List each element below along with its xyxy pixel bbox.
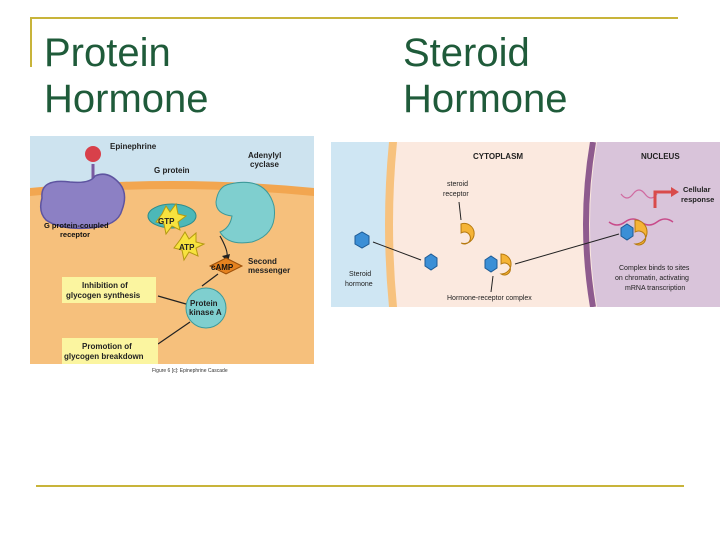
atp-burst-icon [173, 231, 206, 262]
steroid-receptor-icon [460, 223, 475, 245]
label-steroid-receptor-2: receptor [443, 191, 469, 198]
label-steroid-receptor-1: steroid [447, 181, 468, 188]
complex-receptor-icon [499, 253, 512, 276]
complex-hormone-hexagon-icon [484, 255, 498, 273]
epinephrine-molecule-icon [85, 146, 101, 162]
label-adenylyl-2: cyclase [250, 160, 279, 169]
label-camp: cAMP [211, 263, 234, 272]
left-border-line [30, 17, 32, 67]
pointer-steroid-receptor [458, 201, 462, 221]
label-inhibition-2: glycogen synthesis [66, 291, 141, 300]
bottom-border-line [36, 485, 684, 487]
label-promotion-1: Promotion of [82, 342, 132, 351]
steroid-hormone-hexagon-icon [354, 231, 370, 249]
epinephrine-cascade-diagram: Epinephrine G protein-coupled receptor G… [30, 136, 314, 374]
nucleus-hormone-hexagon-icon [620, 223, 634, 241]
label-complex-binds-1: Complex binds to sites [619, 265, 690, 272]
camp-diamond-icon [208, 257, 244, 275]
steroid-hormone-diagram: CYTOPLASM NUCLEUS Steroid hormone steroi… [331, 142, 720, 307]
label-cellular-response-2: response [681, 195, 714, 204]
label-protein-kinase-2: kinase A [189, 308, 222, 317]
label-gpcr-2: receptor [60, 230, 90, 239]
arrow-pka-inhibition [157, 295, 187, 305]
label-nucleus: NUCLEUS [641, 152, 680, 161]
gpcr-receptor-shape [39, 173, 126, 230]
mrna-strand-icon [620, 189, 658, 199]
label-second-messenger-1: Second [248, 257, 277, 266]
top-border-line [30, 17, 678, 19]
label-cytoplasm: CYTOPLASM [473, 152, 523, 161]
label-inhibition-1: Inhibition of [82, 281, 128, 290]
label-complex: Hormone-receptor complex [447, 295, 532, 302]
nucleus-region [590, 142, 720, 307]
label-g-protein: G protein [154, 166, 190, 175]
label-complex-binds-2: on chromatin, activating [615, 275, 689, 282]
title-protein-line2: Hormone [44, 77, 209, 121]
adenylyl-cyclase-shape [215, 181, 276, 244]
title-protein-line1: Protein [44, 31, 171, 75]
label-adenylyl-1: Adenylyl [248, 151, 281, 160]
label-epinephrine: Epinephrine [110, 142, 157, 151]
figure-caption: Figure 6 [c]: Epinephrine Cascade [152, 368, 228, 374]
label-second-messenger-2: messenger [248, 266, 290, 275]
title-steroid-hormone: Steroid Hormone [403, 30, 568, 122]
label-gpcr-1: G protein-coupled [44, 221, 109, 230]
label-steroid-hormone-1: Steroid [349, 271, 371, 278]
label-gtp: GTP [158, 217, 175, 226]
arrow-hormone-enters [372, 241, 422, 261]
epinephrine-cascade-svg: Epinephrine G protein-coupled receptor G… [30, 136, 314, 374]
cellular-response-arrow-head [671, 187, 679, 197]
pointer-complex [490, 275, 494, 293]
title-steroid-line1: Steroid [403, 31, 530, 75]
caption-strip [30, 364, 314, 374]
arrow-pka-promotion [157, 321, 191, 345]
title-protein-hormone: Protein Hormone [44, 30, 209, 122]
title-steroid-line2: Hormone [403, 77, 568, 121]
arrow-camp-to-pka [201, 273, 219, 287]
label-promotion-2: glycogen breakdown [64, 352, 144, 361]
arrow-complex-to-nucleus [514, 233, 620, 265]
label-protein-kinase-1: Protein [190, 299, 218, 308]
nucleus-receptor-icon [633, 219, 648, 246]
nuclear-envelope [583, 142, 596, 307]
label-atp: ATP [179, 243, 195, 252]
promotion-box [62, 338, 158, 364]
protein-kinase-a-shape [185, 287, 227, 329]
label-cellular-response-1: Cellular [683, 185, 711, 194]
cellular-response-arrow-icon [653, 190, 671, 208]
label-complex-binds-3: mRNA transcription [625, 285, 685, 292]
steroid-hormone-svg: CYTOPLASM NUCLEUS Steroid hormone steroi… [331, 142, 720, 307]
gtp-burst-icon [155, 202, 188, 236]
label-steroid-hormone-2: hormone [345, 281, 373, 288]
cytoplasm-hormone-hexagon-icon [424, 253, 438, 271]
inhibition-box [62, 277, 156, 303]
